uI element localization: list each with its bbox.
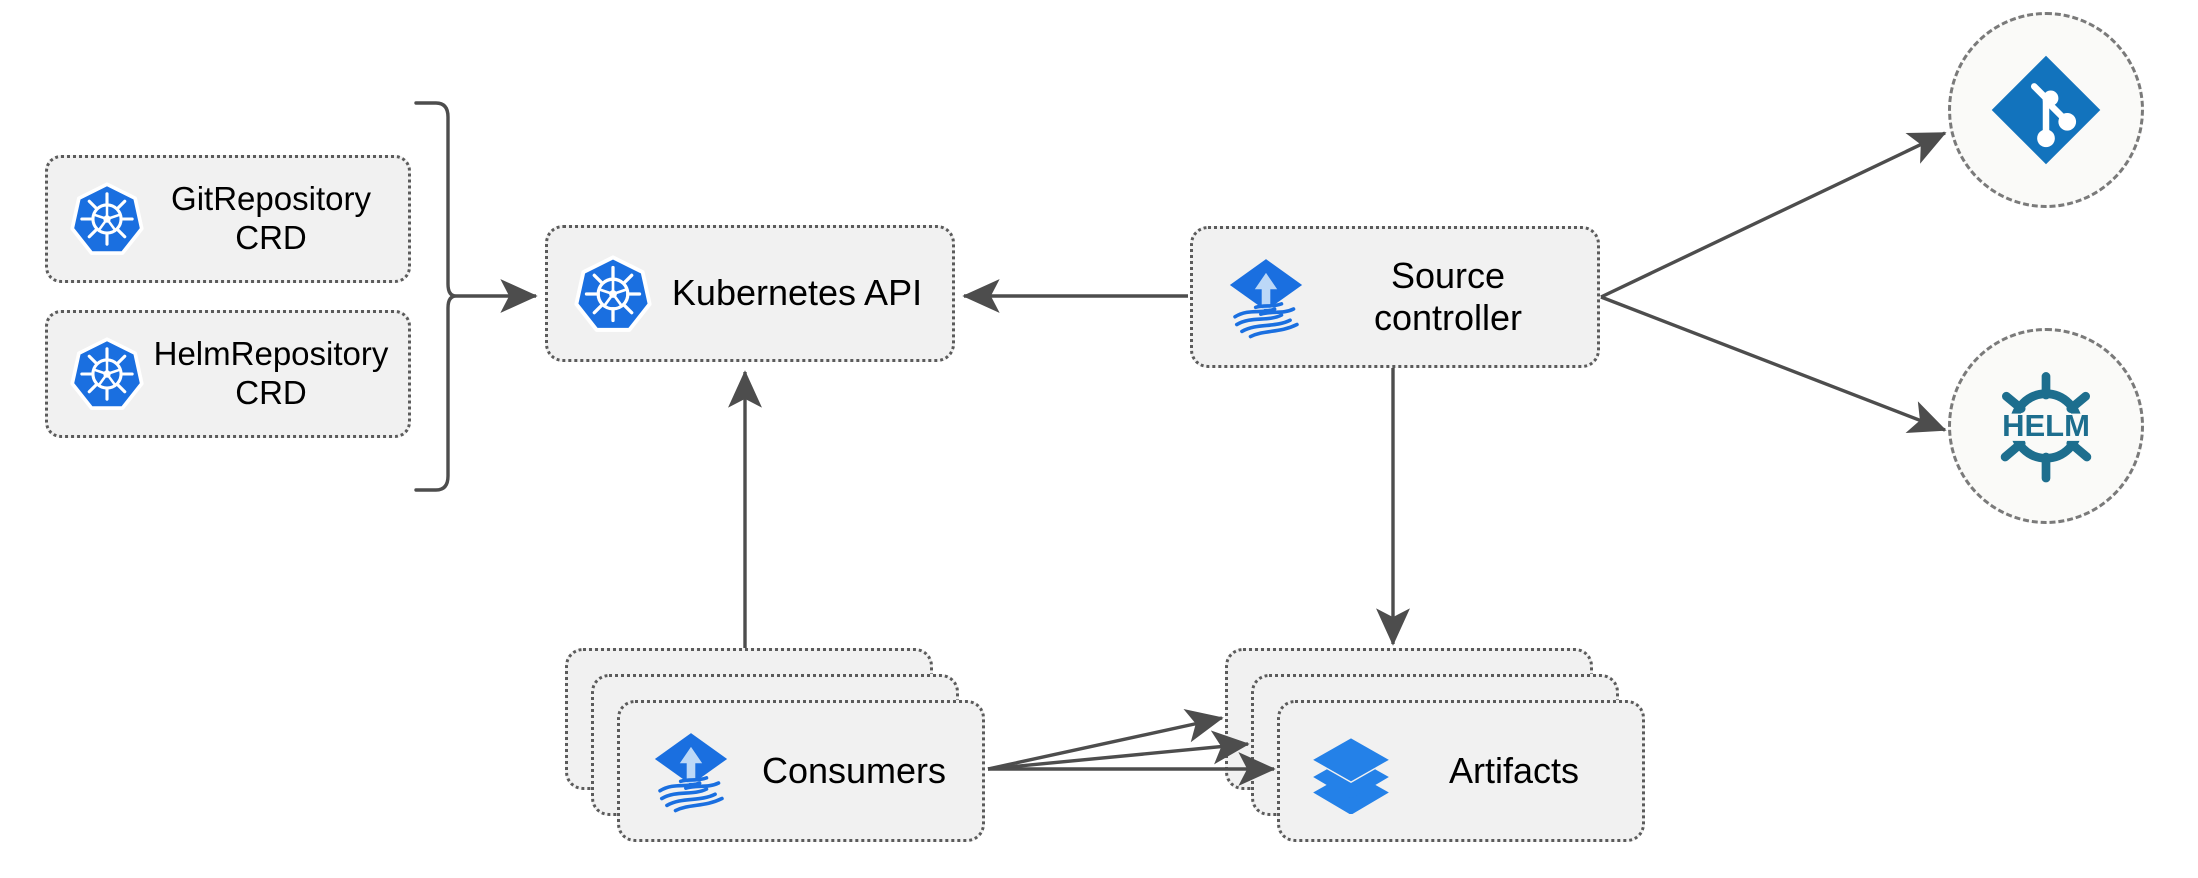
- flux-icon: [1223, 254, 1309, 340]
- consumers-card-front[interactable]: Consumers: [617, 700, 985, 842]
- helm-icon: HELM: [1984, 364, 2108, 488]
- external-git-source[interactable]: [1948, 12, 2144, 208]
- edge-consumers-to-artifacts-1: [987, 708, 1224, 771]
- git-icon: [1987, 51, 2105, 169]
- kubernetes-icon: [574, 254, 652, 333]
- edge-source-controller-to-helm: [1600, 295, 1947, 433]
- node-label: GitRepository CRD: [171, 180, 371, 256]
- node-source-controller[interactable]: Source controller: [1190, 226, 1600, 368]
- flux-icon: [648, 728, 734, 814]
- node-label: Consumers: [761, 750, 947, 791]
- helm-wordmark: HELM: [2002, 408, 2090, 443]
- node-label: Artifacts: [1448, 750, 1580, 791]
- kubernetes-icon: [70, 182, 144, 256]
- edge-source-controller-to-git: [1600, 131, 1947, 299]
- external-helm-source[interactable]: HELM: [1948, 328, 2144, 524]
- artifacts-card-front[interactable]: Artifacts: [1277, 700, 1645, 842]
- node-label: HelmRepository CRD: [153, 335, 389, 411]
- kubernetes-icon: [70, 337, 144, 411]
- node-gitrepository-crd[interactable]: GitRepository CRD: [45, 155, 411, 283]
- node-label: Kubernetes API: [671, 272, 923, 314]
- node-helmrepository-crd[interactable]: HelmRepository CRD: [45, 310, 411, 438]
- edge-consumers-to-artifacts-2: [987, 730, 1250, 771]
- node-kubernetes-api[interactable]: Kubernetes API: [545, 225, 955, 362]
- node-label: Source controller: [1373, 254, 1523, 338]
- layers-icon: [1308, 728, 1394, 814]
- crd-group-brace: [414, 101, 457, 492]
